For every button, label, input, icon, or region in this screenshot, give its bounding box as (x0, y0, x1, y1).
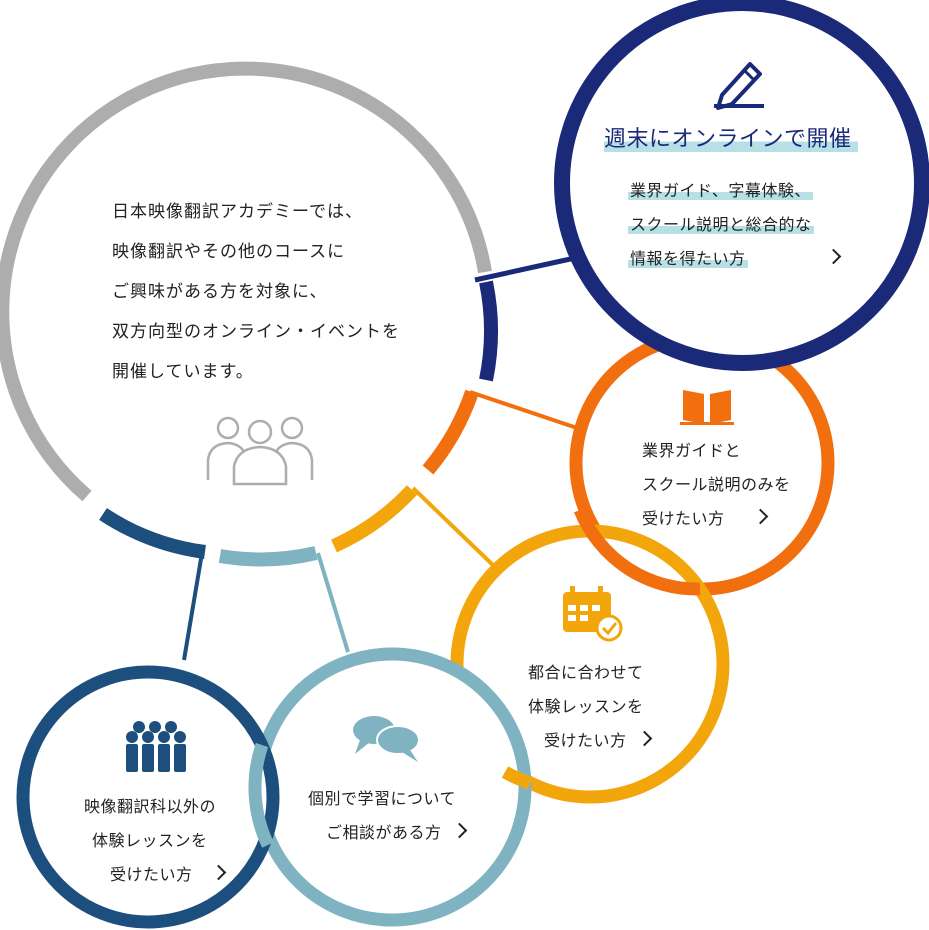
weekend-title: 週末にオンラインで開催 (604, 120, 858, 160)
other-circle[interactable] (16, 665, 280, 929)
business-people-icon (126, 721, 186, 772)
weekend-line: 情報を得たい方 (628, 242, 858, 276)
central-arc-orange (422, 389, 479, 475)
connector-schedule (411, 486, 498, 570)
weekend-line: 業界ガイド、字幕体験、 (628, 181, 813, 200)
weekend-link[interactable]: 週末にオンラインで開催 業界ガイド、字幕体験、 スクール説明と総合的な 情報を得… (604, 120, 858, 276)
consult-circle-overlap (248, 742, 274, 848)
intro-line: ご興味がある方を対象に、 (112, 282, 328, 302)
guide-line: スクール説明のみを (642, 475, 791, 494)
central-circle (0, 61, 498, 567)
intro-line: 映像翻訳やその他のコースに (112, 242, 346, 262)
other-link[interactable]: 映像翻訳科以外の 体験レッスンを 受けたい方 (84, 790, 226, 892)
pen-icon (714, 62, 764, 110)
calendar-check-icon (563, 586, 623, 642)
speech-bubbles-icon (353, 716, 420, 762)
guide-circle-overlap (573, 507, 701, 596)
weekend-line: スクール説明と総合的な (628, 215, 814, 234)
schedule-line: 体験レッスンを (528, 697, 644, 716)
consult-link[interactable]: 個別で学習について ご相談がある方 (308, 782, 467, 850)
connector-guide (469, 390, 584, 432)
intro-line: 双方向型のオンライン・イベントを (112, 322, 400, 342)
central-arc-teal (218, 546, 318, 567)
weekend-lines: 業界ガイド、字幕体験、 スクール説明と総合的な 情報を得たい方 (628, 174, 858, 276)
connector-weekend (474, 255, 576, 283)
chevron-right-icon (451, 822, 467, 839)
central-arc-yellow (331, 485, 418, 553)
consult-line: ご相談がある方 (308, 816, 467, 850)
guide-link[interactable]: 業界ガイドと スクール説明のみを 受けたい方 (642, 434, 791, 536)
connector-consult (316, 552, 350, 653)
chevron-right-icon (825, 248, 841, 265)
consult-line: 個別で学習について (308, 789, 457, 808)
guide-line: 業界ガイドと (642, 441, 742, 460)
schedule-line: 受けたい方 (528, 724, 652, 758)
guide-line: 受けたい方 (642, 502, 791, 536)
central-arc-navy (479, 280, 498, 382)
schedule-link[interactable]: 都合に合わせて 体験レッスンを 受けたい方 (528, 656, 652, 758)
other-line: 映像翻訳科以外の (84, 797, 217, 816)
central-arc-blue (99, 508, 206, 559)
intro-text: 日本映像翻訳アカデミーでは、 映像翻訳やその他のコースに ご興味がある方を対象に… (112, 192, 400, 392)
schedule-line: 都合に合わせて (528, 663, 644, 682)
intro-line: 開催しています。 (112, 362, 254, 382)
chevron-right-icon (210, 864, 226, 881)
people-group-icon (206, 416, 314, 486)
open-book-icon (680, 390, 734, 425)
chevron-right-icon (752, 508, 768, 525)
connector-other (182, 546, 205, 661)
chevron-right-icon (636, 730, 652, 747)
other-line: 受けたい方 (84, 858, 226, 892)
intro-line: 日本映像翻訳アカデミーでは、 (112, 202, 363, 222)
central-arc-gray (0, 61, 492, 502)
other-line: 体験レッスンを (92, 831, 208, 850)
schedule-circle-overlap (501, 766, 533, 790)
